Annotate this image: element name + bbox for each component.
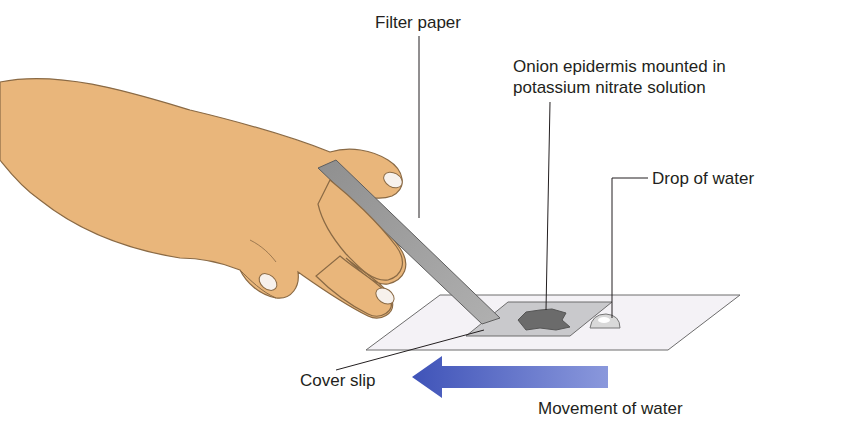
arrow-label: Movement of water xyxy=(538,398,738,419)
drop-highlight xyxy=(598,317,610,323)
middle-finger xyxy=(316,256,391,316)
direction-arrow xyxy=(412,356,608,398)
part-label: Cover slip xyxy=(300,370,420,391)
leader-line xyxy=(336,330,484,370)
leader-line xyxy=(546,102,550,310)
leader-line xyxy=(612,178,613,318)
leader-line xyxy=(612,178,648,179)
onion-epidermis xyxy=(518,309,570,330)
hand xyxy=(0,79,406,318)
finger-crease xyxy=(240,270,276,298)
thumb-nail xyxy=(381,169,405,191)
finger-nail xyxy=(256,270,280,294)
part-label: Drop of water xyxy=(652,168,792,189)
water-drop xyxy=(590,314,620,328)
leader-line xyxy=(419,36,420,218)
part-label: Filter paper xyxy=(375,12,535,33)
microscope-slide xyxy=(366,295,740,350)
finger-nail xyxy=(373,285,397,308)
part-label: Onion epidermis mounted in potassium nit… xyxy=(513,56,783,98)
knuckle-line xyxy=(250,240,276,262)
